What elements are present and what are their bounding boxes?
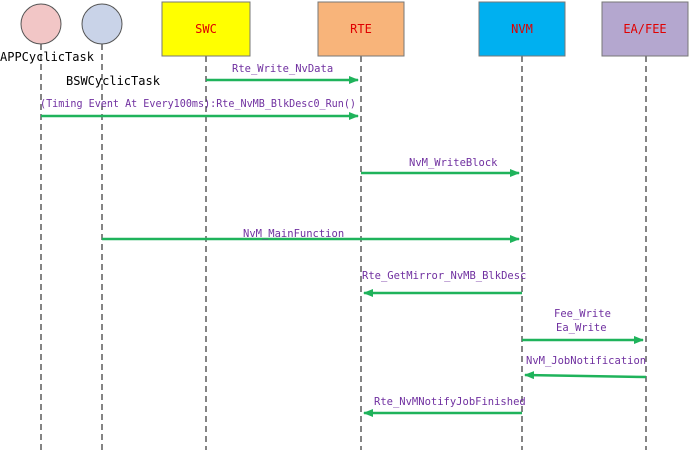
box-eafee-label: EA/FEE [623,22,666,36]
message-label-rte-getmirror: Rte_GetMirror_NvMB_BlkDesc [362,270,526,282]
box-nvm-label: NVM [511,22,533,36]
actor-app-circle [20,3,62,45]
box-rte-label: RTE [350,22,372,36]
message-arrow-nvm-jobnotification [524,371,647,380]
message-label-ea-write: Ea_Write [556,322,607,334]
message-label-nvm-mainfunction: NvM_MainFunction [243,228,344,240]
actor-app-label: APPCyclicTask [0,50,95,64]
box-nvm [478,1,566,57]
actor-bsw-circle [81,3,123,45]
box-rte [317,1,405,57]
box-eafee [601,1,689,57]
message-label-timing-event: (Timing Event At Every100ms):Rte_NvMB_Bl… [40,98,356,110]
actor-bsw-label: BSWCyclicTask [66,74,161,88]
box-swc-label: SWC [195,22,217,36]
message-label-rte-notifyjobfinished: Rte_NvMNotifyJobFinished [374,396,526,408]
message-label-nvm-writeblock: NvM_WriteBlock [409,157,498,169]
message-label-nvm-jobnotification: NvM_JobNotification [526,355,646,367]
message-label-rte-write: Rte_Write_NvData [232,63,333,75]
message-label-fee-write: Fee_Write [554,308,611,320]
box-swc [161,1,251,57]
